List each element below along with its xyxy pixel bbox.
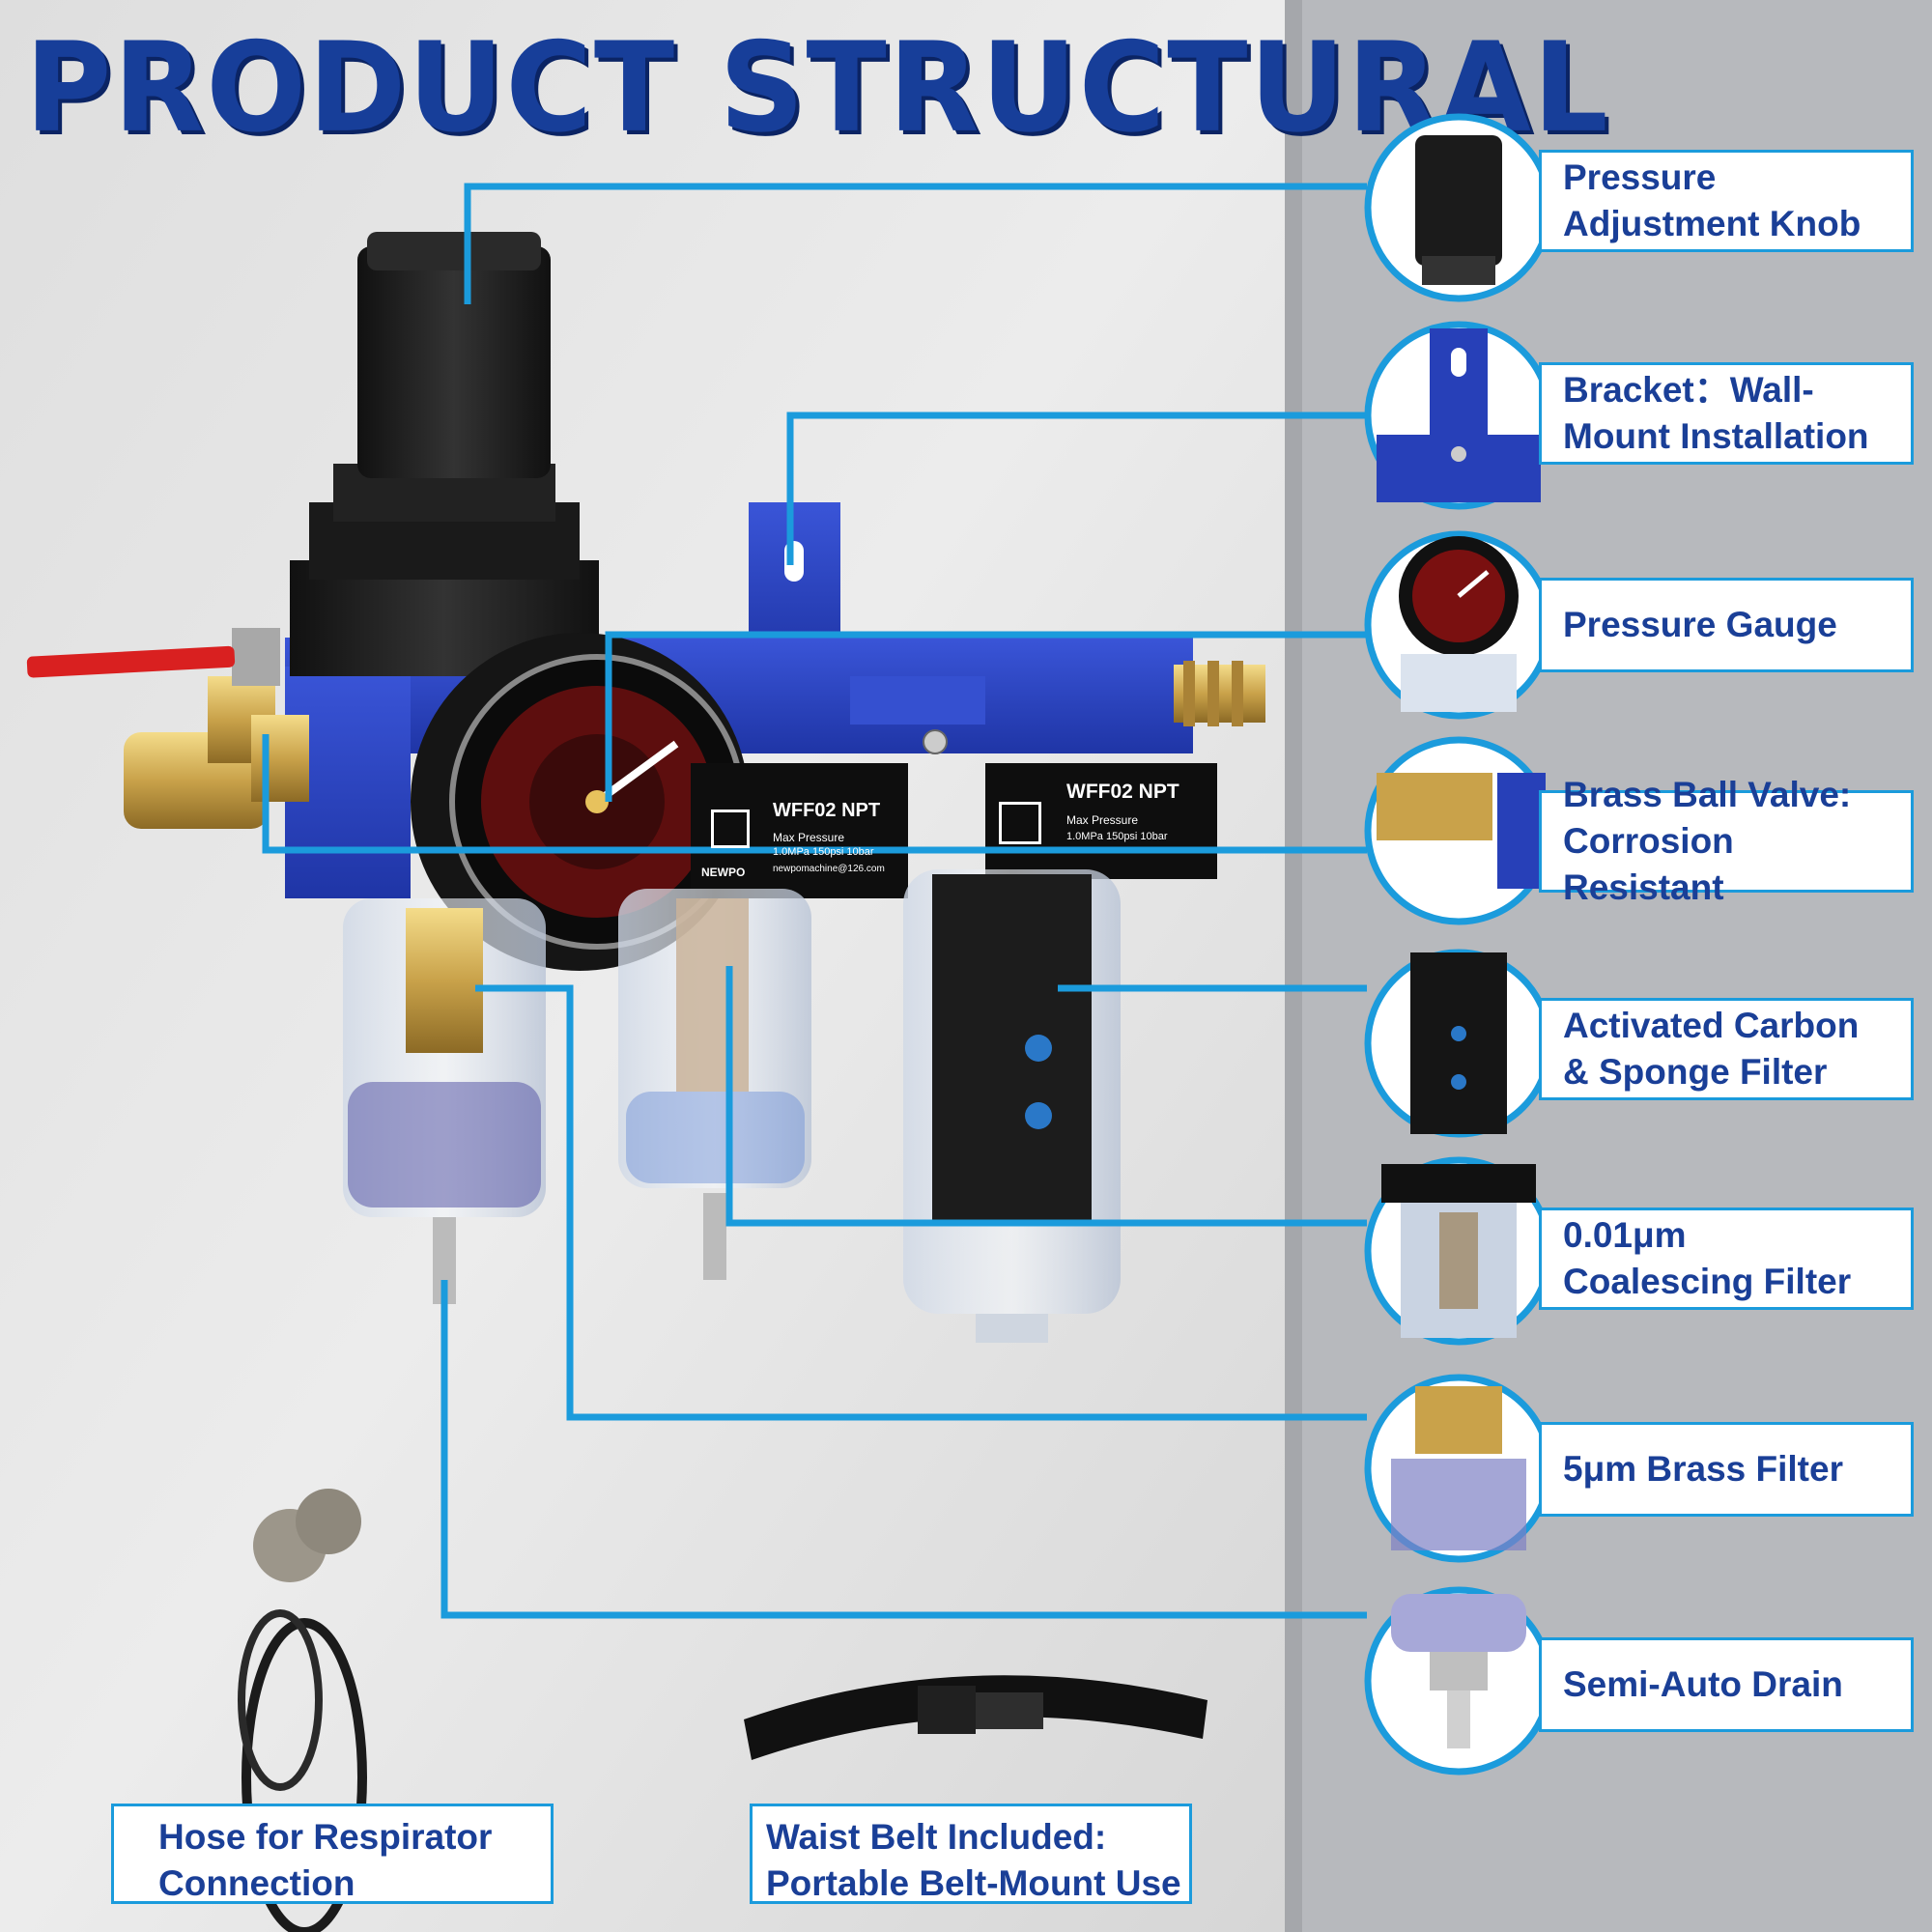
label-gauge-text: Pressure Gauge: [1563, 605, 1837, 644]
carbon-filter-icon: [1364, 949, 1553, 1138]
plate-model: WFF02 NPT: [773, 800, 881, 821]
newpo-logo-icon: [999, 802, 1041, 844]
label-coalescing-text: 0.01μm Coalescing Filter: [1563, 1215, 1852, 1301]
label-drain: Semi-Auto Drain: [1539, 1637, 1914, 1732]
plate-email: newpomachine@126.com: [773, 864, 885, 874]
label-coalescing: 0.01μm Coalescing Filter: [1539, 1208, 1914, 1310]
plate-model: WFF02 NPT: [1066, 781, 1179, 803]
product-plate-left: WFF02 NPT Max Pressure 1.0MPa 150psi 10b…: [696, 773, 908, 898]
label-valve-text: Brass Ball Valve: Corrosion Resistant: [1563, 775, 1852, 907]
plate-max-pressure: Max Pressure: [1066, 813, 1139, 827]
label-valve: Brass Ball Valve: Corrosion Resistant: [1539, 775, 1914, 907]
label-carbon-text: Activated Carbon & Sponge Filter: [1563, 1006, 1860, 1092]
label-bracket: Bracket：Wall- Mount Installation: [1539, 362, 1914, 465]
drain-icon: [1364, 1586, 1553, 1776]
label-gauge: Pressure Gauge: [1539, 578, 1914, 672]
brass-filter-icon: [1364, 1374, 1553, 1563]
gauge-icon: [1364, 530, 1553, 720]
plate-brand: NEWPO: [701, 866, 746, 879]
coalescing-filter-icon: [1364, 1156, 1553, 1346]
newpo-logo-icon: [711, 810, 750, 848]
bracket-icon: [1364, 321, 1553, 510]
plate-pressure-value: 1.0MPa 150psi 10bar: [1066, 831, 1168, 842]
plate-pressure-value: 1.0MPa 150psi 10bar: [773, 846, 874, 858]
label-carbon: Activated Carbon & Sponge Filter: [1539, 998, 1914, 1100]
label-brass: 5μm Brass Filter: [1539, 1422, 1914, 1517]
label-drain-text: Semi-Auto Drain: [1563, 1664, 1843, 1704]
knob-icon: [1364, 113, 1553, 302]
plate-max-pressure: Max Pressure: [773, 831, 845, 844]
label-bracket-text: Bracket：Wall- Mount Installation: [1563, 370, 1869, 456]
product-plate-right: WFF02 NPT Max Pressure 1.0MPa 150psi 10b…: [985, 763, 1217, 879]
accessory-belt-label: Waist Belt Included: Portable Belt-Mount…: [750, 1804, 1192, 1904]
accessory-hose-label: Hose for Respirator Connection: [111, 1804, 554, 1904]
label-knob-text: Pressure Adjustment Knob: [1563, 157, 1861, 243]
label-brass-text: 5μm Brass Filter: [1563, 1449, 1843, 1489]
label-knob: Pressure Adjustment Knob: [1539, 150, 1914, 252]
valve-icon: [1364, 736, 1553, 925]
page-title: PRODUCT STRUCTURAL: [25, 15, 1610, 160]
